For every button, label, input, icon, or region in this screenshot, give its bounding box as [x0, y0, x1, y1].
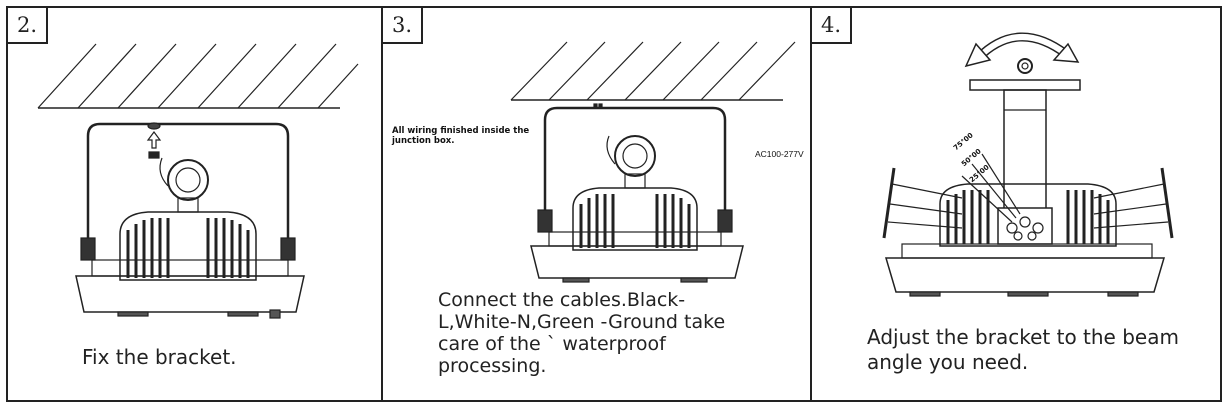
wiring-note: All wiring finished inside the junction …	[392, 126, 530, 146]
step-number: 2.	[8, 8, 48, 44]
step-number: 3.	[383, 8, 423, 44]
voltage-label: AC100-277V	[755, 149, 804, 159]
step-caption: Connect the cables.Black-L,White-N,Green…	[438, 289, 726, 377]
step-caption: Fix the bracket.	[82, 345, 237, 369]
step-4-panel: 75°00 50°00 25°00 4. Adjust the bracket …	[810, 6, 1222, 402]
step-2-illustration	[37, 43, 359, 319]
step-number: 4.	[812, 8, 852, 44]
step-caption: Adjust the bracket to the beam angle you…	[867, 325, 1179, 374]
step-3-panel: 3. All wiring finished inside the juncti…	[381, 6, 812, 402]
step-4-illustration	[882, 32, 1174, 297]
step-2-panel: 2. Fix the bracket.	[6, 6, 383, 402]
step-3-illustration	[510, 41, 796, 283]
